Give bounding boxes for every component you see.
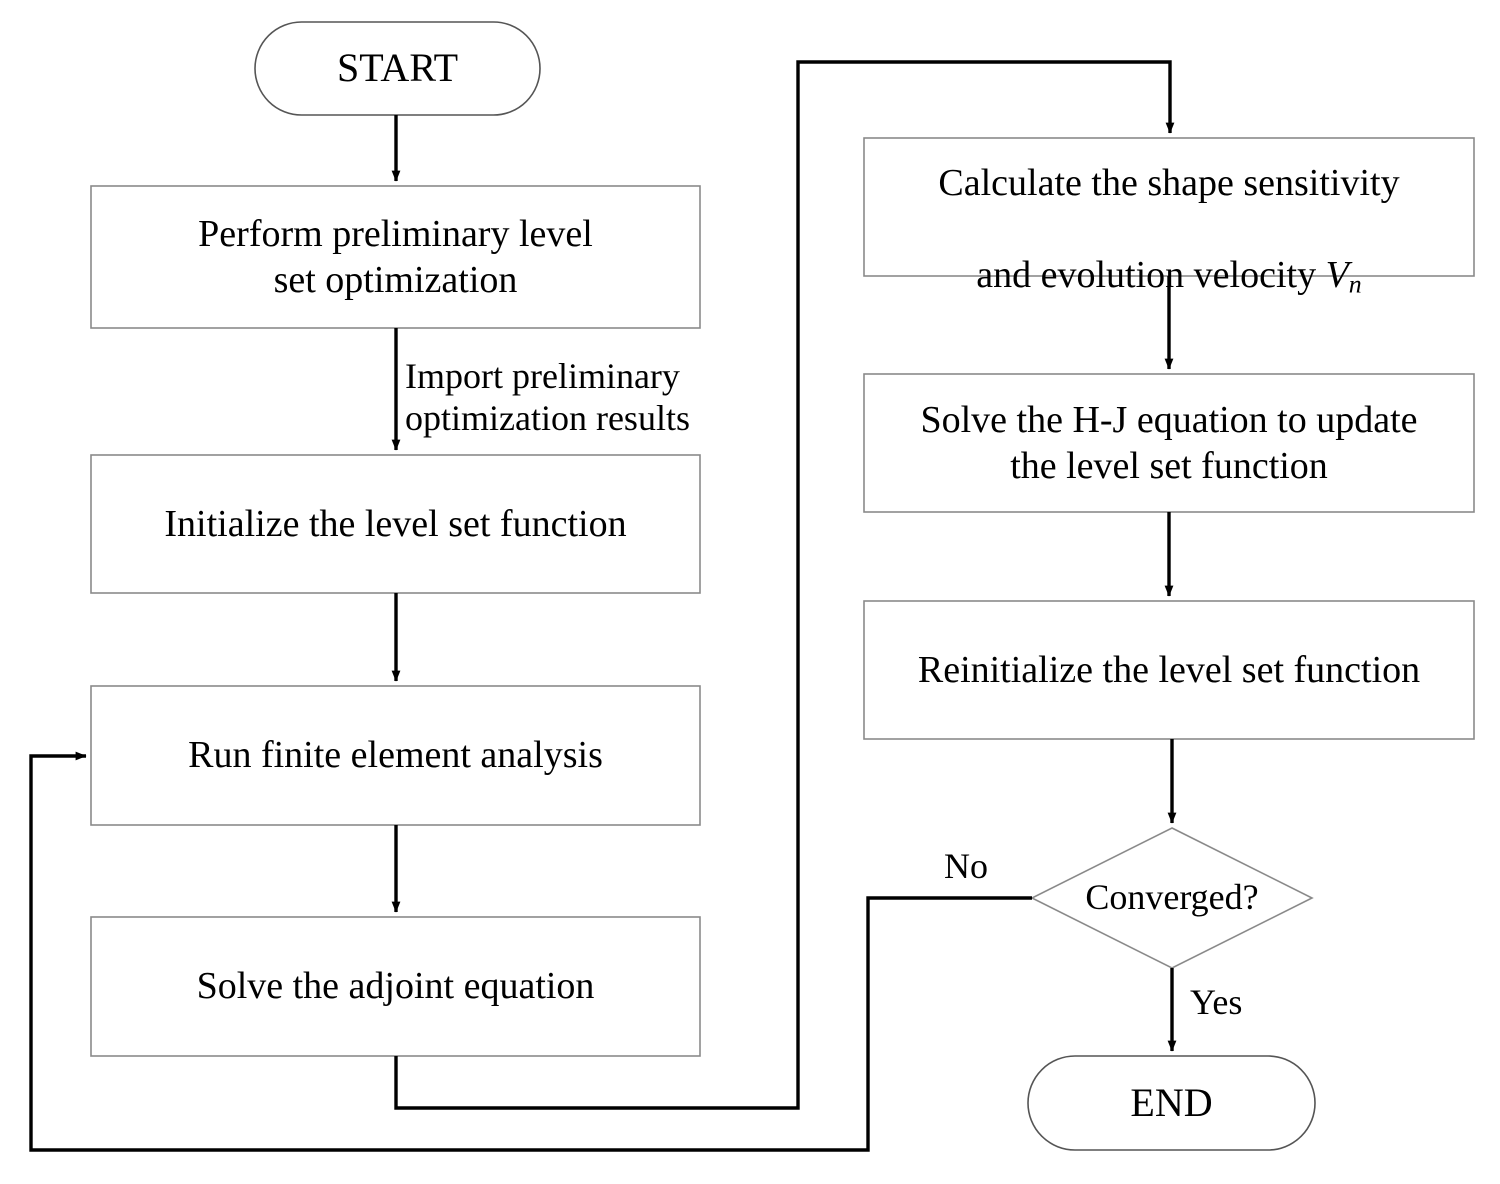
edge-adjoint-to-sensitivity — [394, 60, 1175, 1110]
node-preliminary-shape — [90, 185, 701, 329]
edge-label-import-results: Import preliminary optimization results — [405, 356, 690, 439]
node-adjoint-shape — [90, 916, 701, 1057]
node-sensitivity-shape — [863, 137, 1475, 277]
node-reinitialize-shape — [863, 600, 1475, 740]
edge-label-no: No — [944, 846, 988, 886]
node-initialize-shape — [90, 454, 701, 594]
node-converged-shape — [1030, 827, 1314, 969]
node-fea-shape — [90, 685, 701, 826]
node-start-shape — [254, 21, 541, 116]
node-end-shape — [1027, 1055, 1316, 1151]
node-hj-shape — [863, 373, 1475, 513]
edge-converged-to-fea-no — [29, 751, 1032, 1152]
edge-label-yes: Yes — [1190, 982, 1243, 1022]
